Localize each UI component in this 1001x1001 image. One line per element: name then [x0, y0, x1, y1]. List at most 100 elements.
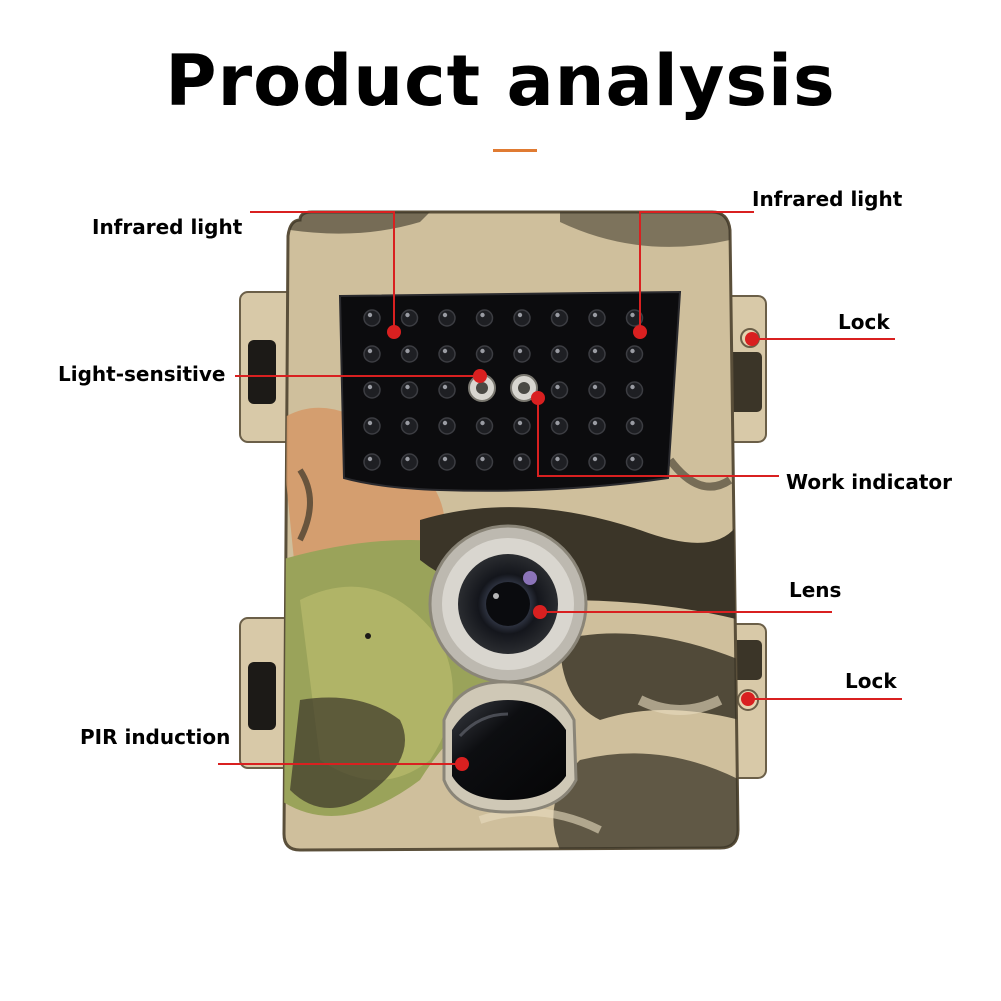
label-lens: Lens: [789, 578, 842, 602]
infrared-led-highlight: [442, 384, 448, 390]
infrared-led-icon: [550, 345, 569, 363]
infrared-led-icon: [513, 453, 531, 471]
callout-dot-infrared-left: [387, 325, 401, 339]
infrared-led-icon: [588, 417, 606, 435]
infrared-led-icon: [588, 345, 606, 363]
infrared-led-icon: [475, 417, 494, 435]
infrared-led-icon: [400, 381, 419, 399]
infrared-led-icon: [625, 381, 644, 399]
infrared-led-icon: [363, 453, 381, 471]
infrared-led-icon: [400, 453, 419, 471]
mic-hole-icon: [365, 633, 371, 639]
infrared-led-highlight: [517, 456, 523, 462]
infrared-led-icon: [550, 381, 569, 399]
infrared-led-highlight: [630, 348, 635, 354]
infrared-led-icon: [438, 345, 456, 363]
infrared-led-highlight: [405, 456, 410, 462]
pir-sensor-icon: [442, 680, 578, 814]
callout-dots: [387, 325, 759, 771]
infrared-led-highlight: [630, 384, 635, 390]
label-lock-top: Lock: [838, 310, 890, 334]
infrared-led-icon: [400, 309, 419, 327]
infrared-led-highlight: [405, 312, 410, 318]
callout-dot-lens: [533, 605, 547, 619]
label-light-sensitive: Light-sensitive: [58, 362, 226, 386]
infrared-led-icon: [438, 453, 456, 471]
infrared-led-highlight: [592, 384, 598, 390]
infrared-led-highlight: [555, 312, 560, 318]
infrared-led-highlight: [367, 456, 373, 462]
infrared-led-highlight: [517, 348, 523, 354]
infrared-led-highlight: [367, 420, 373, 426]
callout-line-infrared-left: [250, 211, 395, 332]
label-infrared-left: Infrared light: [92, 215, 243, 239]
infrared-led-highlight: [630, 456, 635, 462]
infrared-led-highlight: [480, 348, 485, 354]
title-accent-rule: [493, 149, 537, 152]
sensor-center: [518, 382, 530, 394]
infrared-led-icon: [513, 417, 531, 435]
infrared-led-highlight: [405, 420, 410, 426]
infrared-led-highlight: [442, 348, 448, 354]
infrared-led-icon: [625, 453, 644, 471]
callout-line-work-indicator: [537, 398, 779, 477]
infrared-led-highlight: [630, 312, 635, 318]
infrared-led-highlight: [630, 420, 635, 426]
callout-dot-pir: [455, 757, 469, 771]
infrared-led-highlight: [592, 312, 598, 318]
infrared-led-highlight: [367, 384, 373, 390]
sensor-center: [476, 382, 488, 394]
infrared-led-highlight: [517, 420, 523, 426]
infrared-led-highlight: [442, 456, 448, 462]
label-infrared-right: Infrared light: [752, 187, 903, 211]
infrared-led-icon: [438, 417, 456, 435]
infrared-led-icon: [588, 381, 606, 399]
infrared-led-highlight: [517, 312, 523, 318]
page-title: Product analysis: [165, 40, 836, 122]
infrared-led-icon: [438, 309, 456, 327]
callout-dot-work-indicator: [531, 391, 545, 405]
callout-lines: [218, 211, 902, 765]
infrared-led-icon: [588, 453, 606, 471]
infrared-led-highlight: [555, 420, 560, 426]
infrared-led-icon: [475, 453, 494, 471]
infrared-led-highlight: [555, 456, 560, 462]
infrared-led-icon: [400, 417, 419, 435]
infrared-led-icon: [400, 345, 419, 363]
label-pir: PIR induction: [80, 725, 231, 749]
infrared-led-icon: [363, 345, 381, 363]
callout-dot-lock-top: [745, 332, 759, 346]
infrared-led-icon: [475, 345, 494, 363]
infrared-led-icon: [438, 381, 456, 399]
infrared-led-icon: [550, 417, 569, 435]
infrared-led-highlight: [480, 312, 485, 318]
infrared-led-icon: [363, 309, 381, 327]
infrared-led-highlight: [592, 348, 598, 354]
infrared-led-icon: [363, 417, 381, 435]
callout-dot-infrared-right: [633, 325, 647, 339]
infrared-led-highlight: [405, 384, 410, 390]
infrared-led-array-icon: [338, 290, 682, 492]
infrared-led-highlight: [367, 312, 373, 318]
infrared-led-highlight: [442, 420, 448, 426]
infrared-led-highlight: [592, 420, 598, 426]
infrared-led-icon: [625, 417, 644, 435]
infrared-led-icon: [363, 381, 381, 399]
infrared-led-highlight: [555, 348, 560, 354]
callout-dot-lock-bottom: [741, 692, 755, 706]
infrared-led-highlight: [555, 384, 560, 390]
label-work-indicator: Work indicator: [786, 470, 952, 494]
camera-lens-icon: [428, 524, 588, 684]
infrared-led-icon: [513, 345, 531, 363]
label-lock-bottom: Lock: [845, 669, 897, 693]
infrared-led-highlight: [405, 348, 410, 354]
infrared-led-icon: [513, 309, 531, 327]
infrared-led-highlight: [480, 420, 485, 426]
callout-dot-light-sensitive: [473, 369, 487, 383]
infrared-led-highlight: [442, 312, 448, 318]
infrared-led-icon: [625, 309, 644, 327]
infrared-led-highlight: [592, 456, 598, 462]
callout-line-infrared-right: [639, 211, 754, 332]
